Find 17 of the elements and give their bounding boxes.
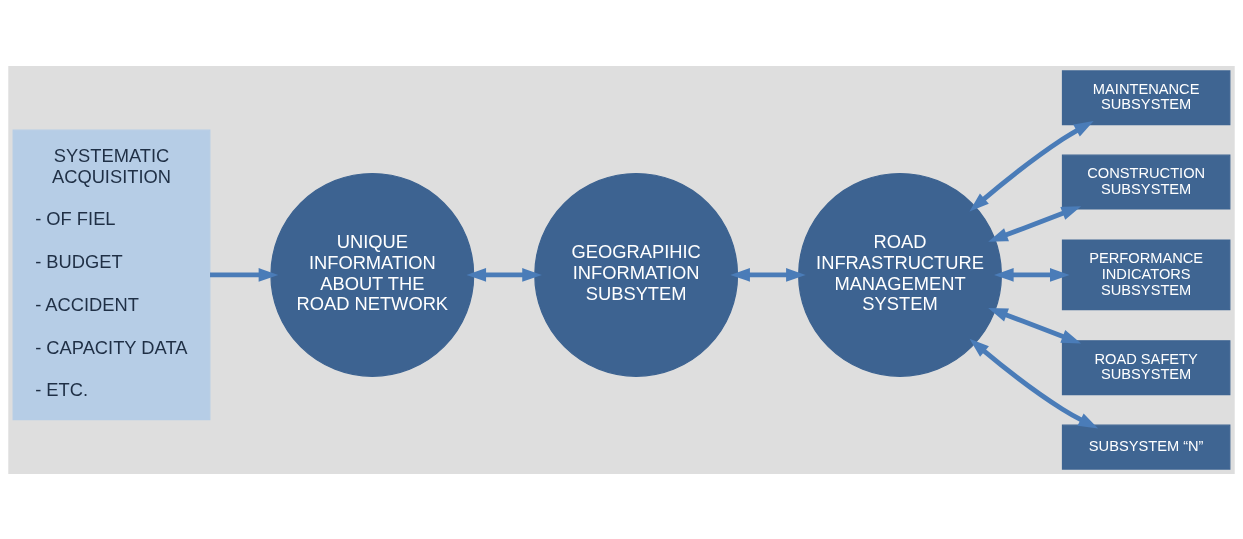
arrow: [730, 267, 806, 282]
node-box: CONSTRUCTION SUBSYSTEM: [1061, 154, 1231, 210]
node-box: SYSTEMATIC ACQUISITION - OF FIEL - BUDGET - ACCIDENT - CAPACITY DATA - ETC.: [12, 129, 211, 420]
node-circle: UNIQUE INFORMATION ABOUT THE ROAD NETWORK: [270, 172, 475, 377]
node-circle: GEOGRAPIHIC INFORMATION SUBSYTEM: [534, 172, 739, 377]
arrow: [994, 267, 1070, 282]
arrow: [210, 267, 279, 282]
node-circle: ROAD INFRASTRUCTURE MANAGEMENT SYSTEM: [798, 172, 1002, 377]
node-box: PERFORMANCE INDICATORS SUBSYSTEM: [1061, 238, 1231, 310]
arrow: [969, 338, 1099, 428]
arrow: [988, 307, 1082, 343]
arrow: [466, 267, 542, 282]
arrow: [969, 120, 1094, 211]
node-box: ROAD SAFETY SUBSYSTEM: [1061, 339, 1231, 395]
arrow: [988, 205, 1082, 242]
node-box: MAINTENANCE SUBSYSTEM: [1061, 69, 1231, 125]
node-box: SUBSYSTEM “N”: [1061, 424, 1231, 470]
